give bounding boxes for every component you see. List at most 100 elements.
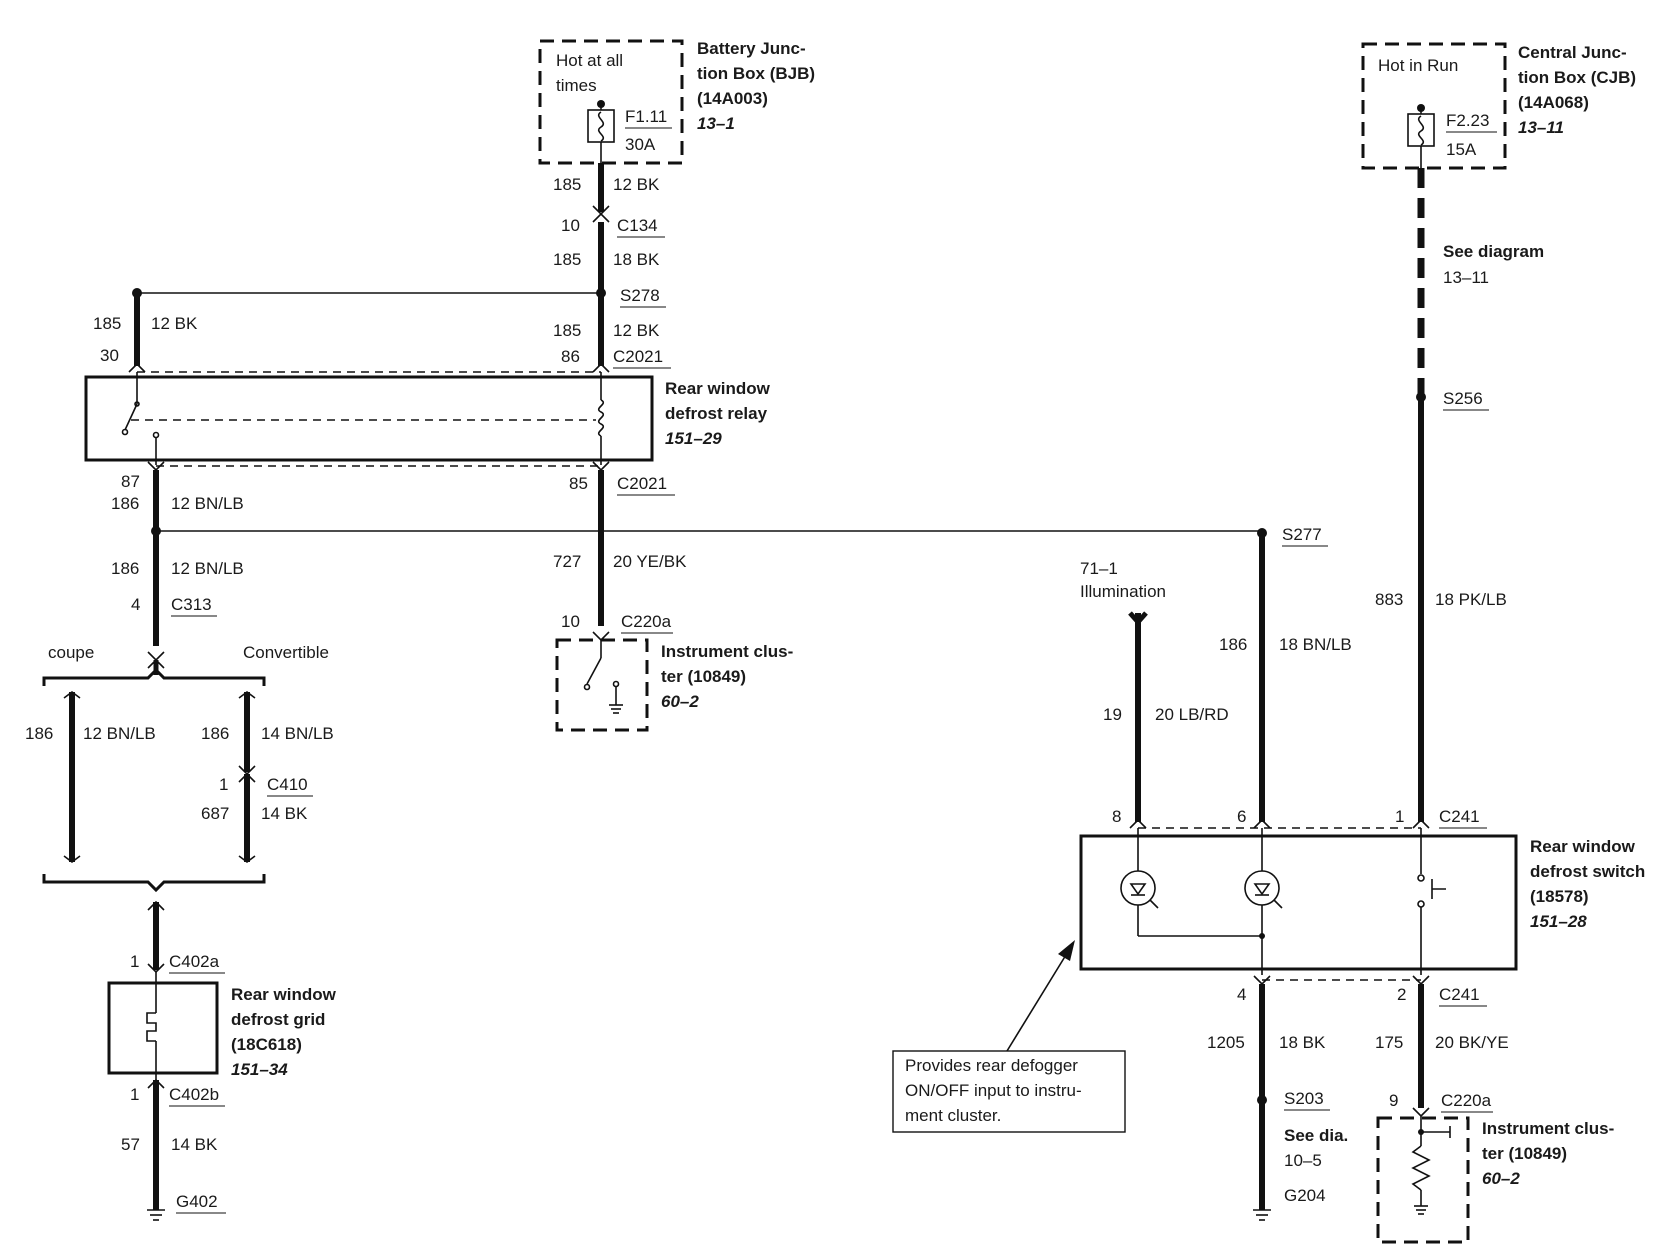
see-dia: See dia.: [1284, 1126, 1348, 1145]
wire-186-c-num: 186: [25, 724, 53, 743]
grid-name-line2: defrost grid: [231, 1010, 325, 1029]
switch-ref: 151–28: [1530, 912, 1587, 931]
indicator-lamp-icon: [1244, 870, 1283, 909]
convertible-label: Convertible: [243, 643, 329, 662]
wire-186-c-color: 12 BN/LB: [83, 724, 156, 743]
relay-contact-icon: [124, 403, 138, 431]
cjb-part-no: (14A068): [1518, 93, 1589, 112]
wire-185-top-color: 12 BK: [613, 175, 660, 194]
pin-6: 6: [1237, 807, 1246, 826]
bjb-hot-line1: Hot at all: [556, 51, 623, 70]
cjb-ref: 13–11: [1518, 118, 1564, 137]
switch-top-connector: 8 6 1 C241: [1112, 807, 1487, 829]
wire-19-color: 20 LB/RD: [1155, 705, 1229, 724]
fuse-element-icon: [1417, 115, 1425, 146]
bjb-fuse-rating: 30A: [625, 135, 656, 154]
c402a-label: C402a: [169, 952, 220, 971]
relay-name-line2: defrost relay: [665, 404, 768, 423]
c410-pin: 1: [219, 775, 228, 794]
illumination-label: Illumination: [1080, 582, 1166, 601]
wire-185-right-num: 185: [553, 321, 581, 340]
wire-186-e-color: 18 BN/LB: [1279, 635, 1352, 654]
cjb-name-line1: Central Junc-: [1518, 43, 1627, 62]
wire-175-color: 20 BK/YE: [1435, 1033, 1509, 1052]
c402b-pin: 1: [130, 1085, 139, 1104]
illumination-ref: 71–1: [1080, 559, 1118, 578]
central-junction-box: Hot in Run F2.23 15A Central Junc- tion …: [1361, 42, 1636, 170]
pin-86: 86: [561, 347, 580, 366]
note-line3: ment cluster.: [905, 1106, 1001, 1125]
cluster2-name-line1: Instrument clus-: [1482, 1119, 1614, 1138]
wire-186-b-num: 186: [111, 559, 139, 578]
bjb-ref: 13–1: [697, 114, 735, 133]
c220a-label-1: C220a: [621, 612, 672, 631]
note-callout: Provides rear defogger ON/OFF input to i…: [892, 940, 1126, 1133]
rear-window-defrost-grid: Rear window defrost grid (18C618) 151–34: [107, 972, 337, 1080]
indicator-lamp-icon: [1120, 870, 1159, 909]
grid-ground-wire: 1 C402b 57 14 BK G402: [121, 1078, 226, 1221]
c220a-pin-9: 9: [1389, 1091, 1398, 1110]
relay-output-wire: 87 186 12 BN/LB 186 12 BN/LB 4 C313: [111, 461, 244, 675]
wire-186-e-num: 186: [1219, 635, 1247, 654]
wire-185-left-color: 12 BK: [151, 314, 198, 333]
wire-186-a-color: 12 BN/LB: [171, 494, 244, 513]
see-dia-ref: 10–5: [1284, 1151, 1322, 1170]
pin-87: 87: [121, 472, 140, 491]
grid-feed-wire: 1 C402a: [130, 900, 225, 974]
ground-icon: [609, 704, 623, 714]
pin-4-c241: 4: [1237, 985, 1246, 1004]
wire-185-mid-color: 18 BK: [613, 250, 660, 269]
c241-top-label: C241: [1439, 807, 1480, 826]
switch-bottom-connector: 4 2 C241: [1237, 975, 1487, 1007]
fuse-f1-11-icon: [587, 109, 615, 143]
wire-185-top-num: 185: [553, 175, 581, 194]
pin-1-c241: 1: [1395, 807, 1404, 826]
cjb-fuse-rating: 15A: [1446, 140, 1477, 159]
relay-to-cluster-wire: 85 C2021 727 20 YE/BK 10 C220a: [553, 461, 687, 642]
pin-2-c241: 2: [1397, 985, 1406, 1004]
s256-label: S256: [1443, 389, 1483, 408]
wire-186-d-color: 14 BN/LB: [261, 724, 334, 743]
cluster2-ref: 60–2: [1482, 1169, 1520, 1188]
wire-727-num: 727: [553, 552, 581, 571]
wire-185-right-color: 12 BK: [613, 321, 660, 340]
rear-window-defrost-relay: Rear window defrost relay 151–29: [84, 372, 771, 465]
c134-label: C134: [617, 216, 658, 235]
switch-to-cluster-wire: 175 20 BK/YE 9 C220a: [1375, 984, 1509, 1118]
c313-pin: 4: [131, 595, 140, 614]
wire-186-d-num: 186: [201, 724, 229, 743]
wire-175-num: 175: [1375, 1033, 1403, 1052]
switch-part-no: (18578): [1530, 887, 1589, 906]
c410-label: C410: [267, 775, 308, 794]
switch-name-line1: Rear window: [1530, 837, 1636, 856]
s277-wire: S277 186 18 BN/LB: [1219, 525, 1352, 829]
switch-name-line2: defrost switch: [1530, 862, 1645, 881]
wire-687-color: 14 BK: [261, 804, 308, 823]
grid-name-line1: Rear window: [231, 985, 337, 1004]
wire-186-b-color: 12 BN/LB: [171, 559, 244, 578]
ground-icon: [147, 1209, 165, 1221]
wire-883-color: 18 PK/LB: [1435, 590, 1507, 609]
bjb-name-line1: Battery Junc-: [697, 39, 806, 58]
c220a-label-2: C220a: [1441, 1091, 1492, 1110]
instrument-cluster-2: Instrument clus- ter (10849) 60–2: [1376, 1116, 1614, 1244]
wire-186-a-num: 186: [111, 494, 139, 513]
c134-pin: 10: [561, 216, 580, 235]
cluster1-name-line1: Instrument clus-: [661, 642, 793, 661]
pin-8: 8: [1112, 807, 1121, 826]
pin-85: 85: [569, 474, 588, 493]
note-line1: Provides rear defogger: [905, 1056, 1078, 1075]
fuse-element-icon: [597, 111, 605, 142]
relay-ref: 151–29: [665, 429, 722, 448]
c2021-top-label: C2021: [613, 347, 663, 366]
note-pointer: [1006, 949, 1070, 1052]
s278-branch-wire: 185 12 BK 30: [93, 288, 601, 373]
wire-19-num: 19: [1103, 705, 1122, 724]
grid-part-no: (18C618): [231, 1035, 302, 1054]
g204-label: G204: [1284, 1186, 1326, 1205]
cluster-input-icon: [1421, 1126, 1451, 1138]
wire-1205-num: 1205: [1207, 1033, 1245, 1052]
cluster2-name-line2: ter (10849): [1482, 1144, 1567, 1163]
bjb-name-line2: tion Box (BJB): [697, 64, 815, 83]
wire-1205-color: 18 BK: [1279, 1033, 1326, 1052]
